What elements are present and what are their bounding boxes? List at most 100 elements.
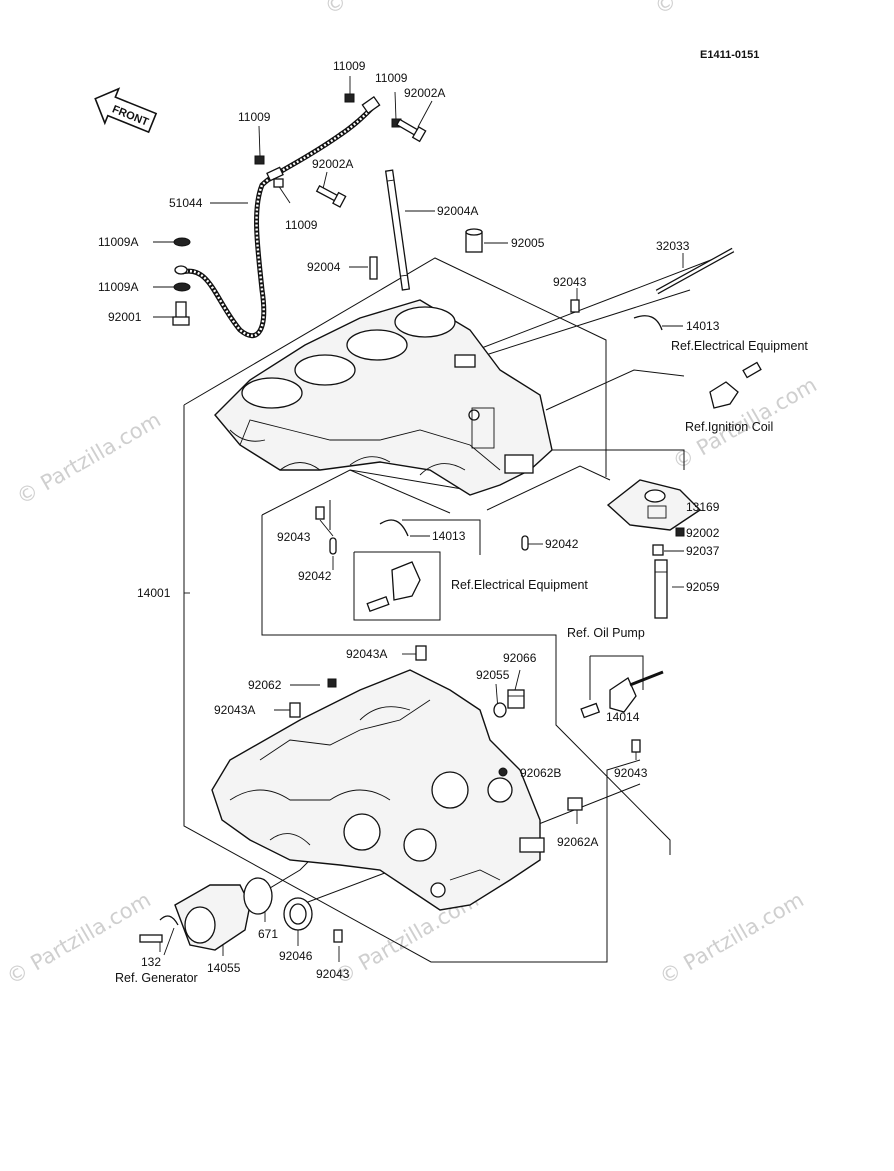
label-13169: 13169 — [686, 500, 720, 514]
label-92043-a: 92043 — [553, 275, 587, 289]
oring-92042-b — [521, 535, 529, 551]
label-92042-b: 92042 — [545, 537, 579, 551]
plug-92062A — [567, 797, 583, 811]
bearing-14013-b — [379, 519, 409, 537]
plug-92062 — [327, 678, 337, 688]
plug-92066 — [507, 689, 525, 709]
dowel-92043-b — [315, 506, 325, 520]
label-14001: 14001 — [137, 586, 171, 600]
washer-11009-d — [273, 178, 284, 188]
assembly-frame — [183, 257, 717, 963]
label-92001: 92001 — [108, 310, 142, 324]
ref-oil-pump: Ref. Oil Pump — [567, 626, 645, 640]
label-11009A-b: 11009A — [98, 280, 138, 294]
oil-pipe-51044 — [174, 95, 381, 339]
label-671: 671 — [258, 927, 278, 941]
dowel-92043-a — [570, 299, 580, 313]
label-132: 132 — [141, 955, 161, 969]
label-92002: 92002 — [686, 526, 720, 540]
dowel-92043A-a — [415, 645, 427, 661]
label-14013-a: 14013 — [686, 319, 720, 333]
part-labels: 11009 11009 92002A 11009 92002A 11009 51… — [98, 59, 720, 981]
label-92043A-b: 92043A — [214, 703, 255, 717]
label-92042-a: 92042 — [298, 569, 332, 583]
watermark-left: © Partzilla.com — [13, 408, 165, 510]
leader-lines — [153, 76, 684, 962]
bearing-92046 — [283, 897, 313, 931]
label-92004: 92004 — [307, 260, 341, 274]
label-11009-a: 11009 — [333, 59, 366, 73]
bolt-132 — [139, 934, 163, 943]
sleeve-92005 — [465, 228, 483, 253]
label-92002A-a: 92002A — [404, 86, 445, 100]
label-92062: 92062 — [248, 678, 282, 692]
pin-14014 — [580, 702, 601, 719]
watermark-top-mid: © Partzilla.com — [321, 0, 473, 19]
bolt-92002 — [675, 527, 685, 537]
reference-labels: Ref.Electrical Equipment Ref.Ignition Co… — [115, 339, 808, 985]
bolt-92002A-b — [315, 185, 347, 208]
bolt-92001 — [172, 301, 190, 326]
dowel-92043-d — [333, 929, 343, 943]
washer-11009A-b — [173, 282, 191, 292]
lower-right-parts — [493, 670, 664, 811]
label-92002A-b: 92002A — [312, 157, 353, 171]
diagram-code: E1411-0151 — [700, 49, 759, 61]
stud-92004 — [369, 256, 378, 280]
label-92037: 92037 — [686, 544, 720, 558]
middle-parts — [315, 506, 529, 613]
dowel-92043A-b — [289, 702, 301, 718]
plug-92062B — [498, 767, 508, 777]
label-11009-d: 11009 — [285, 218, 318, 232]
label-11009A-a: 11009A — [98, 235, 138, 249]
housing-14055 — [174, 884, 251, 951]
label-32033: 32033 — [656, 239, 690, 253]
label-92043A-a: 92043A — [346, 647, 387, 661]
label-92043-d: 92043 — [316, 967, 350, 981]
pipe-92059 — [654, 559, 668, 619]
label-92004A: 92004A — [437, 204, 478, 218]
label-92043-c: 92043 — [614, 766, 648, 780]
lower-left-parts — [139, 877, 343, 951]
ref-electrical-equipment-b: Ref.Electrical Equipment — [451, 578, 588, 592]
label-92055: 92055 — [476, 668, 510, 682]
oring-92042-a — [329, 537, 337, 555]
clamp-ref-generator — [159, 915, 179, 926]
label-92062B: 92062B — [520, 766, 561, 780]
washer-11009A-a — [173, 237, 191, 247]
ref-electrical-equipment-a: Ref.Electrical Equipment — [671, 339, 808, 353]
label-92043-b: 92043 — [277, 530, 311, 544]
watermark-top-right: © Partzilla.com — [651, 0, 803, 19]
front-arrow: FRONT — [94, 87, 158, 134]
oring-92055 — [493, 702, 507, 718]
breather-cover-13169 — [606, 479, 702, 619]
label-92062A: 92062A — [557, 835, 598, 849]
label-92066: 92066 — [503, 651, 537, 665]
label-14055: 14055 — [207, 961, 241, 975]
ref-ignition-coil: Ref.Ignition Coil — [685, 420, 773, 434]
clamp-ref-electrical-a — [709, 361, 762, 409]
nut-11009-c — [254, 155, 265, 165]
label-51044: 51044 — [169, 196, 203, 210]
label-11009-c: 11009 — [238, 110, 271, 124]
bolt-92002A-a — [395, 118, 427, 143]
stud-92004A — [384, 169, 411, 291]
label-92059: 92059 — [686, 580, 720, 594]
part-92037 — [652, 544, 664, 556]
upper-crankcase — [214, 299, 553, 496]
bearing-14013-a — [633, 315, 663, 331]
oring-671 — [243, 877, 273, 915]
watermark-bottom-right: © Partzilla.com — [656, 888, 808, 990]
lower-crankcase — [211, 645, 545, 911]
clamp-ref-electrical-b — [366, 561, 421, 613]
label-14013-b: 14013 — [432, 529, 466, 543]
label-11009-b: 11009 — [375, 71, 408, 85]
small-fasteners — [172, 93, 762, 409]
dowel-92043-c — [631, 739, 641, 753]
label-92005: 92005 — [511, 236, 545, 250]
ref-oil-pump-part — [609, 670, 664, 713]
label-92046: 92046 — [279, 949, 313, 963]
nut-11009-a — [344, 93, 355, 103]
rod-32033 — [655, 247, 735, 295]
